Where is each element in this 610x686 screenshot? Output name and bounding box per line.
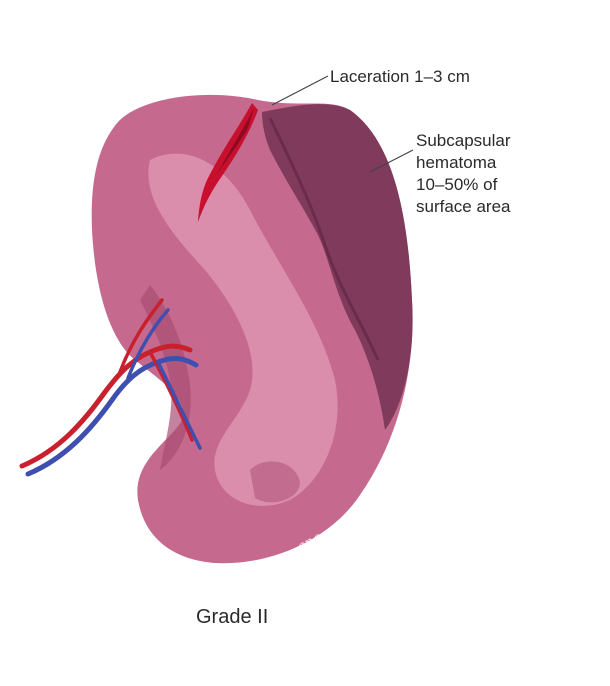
hematoma-edge xyxy=(268,117,380,361)
vein xyxy=(25,355,199,477)
grade-caption: Grade II xyxy=(196,606,269,628)
artery-branch-lower xyxy=(148,350,194,442)
spleen-lower-shadow xyxy=(250,461,300,503)
laceration-label: Laceration 1–3 cm xyxy=(330,67,470,86)
laceration-leader xyxy=(271,75,329,106)
spleen-highlight xyxy=(148,153,338,506)
vein-branch-lower xyxy=(156,360,202,450)
artery xyxy=(19,343,193,469)
splenic-vessels xyxy=(19,298,202,477)
subcapsular-hematoma xyxy=(262,104,413,430)
vein-branch-upper xyxy=(126,308,170,380)
hilum-shadow xyxy=(140,285,191,470)
laceration-dark xyxy=(216,108,254,176)
hematoma-leader xyxy=(369,149,414,173)
hematoma-label: Subcapsular hematoma 10–50% of surface a… xyxy=(416,131,511,216)
artery-branch-upper xyxy=(118,298,164,374)
